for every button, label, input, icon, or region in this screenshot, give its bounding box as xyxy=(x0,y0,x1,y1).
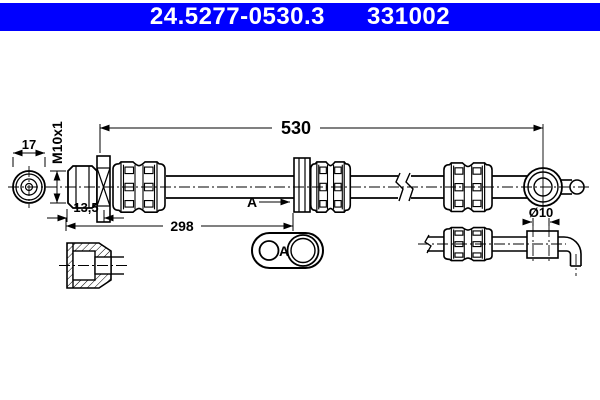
dimension-530: 530 xyxy=(99,118,544,214)
part-number: 24.5277-0530.3 xyxy=(149,3,326,30)
hose-end-side-view xyxy=(424,230,582,267)
dimension-17: 17 xyxy=(12,137,46,167)
break-symbol xyxy=(395,172,414,202)
title-bar: 24.5277-0530.3 331002 xyxy=(0,3,600,31)
thread-spec-label: M10x1 xyxy=(49,121,65,164)
bracket-view-a-label: A xyxy=(279,243,289,259)
reference-number: 331002 xyxy=(367,3,451,30)
dim-298-label: 298 xyxy=(170,218,194,234)
dimension-d10: Ø10 xyxy=(522,205,560,226)
dim-530-label: 530 xyxy=(281,118,311,138)
dimension-13-5: 13,5 xyxy=(47,200,124,222)
middle-bracket xyxy=(293,157,311,213)
centerlines xyxy=(8,166,592,276)
dim-17-label: 17 xyxy=(22,137,36,152)
dimension-m10x1: M10x1 xyxy=(49,121,66,204)
dim-d10-label: Ø10 xyxy=(529,205,554,220)
crimp-collar-1 xyxy=(112,161,166,213)
label-a-leader: A xyxy=(247,194,290,210)
bracket-view-a: A xyxy=(251,232,324,269)
hose-line xyxy=(166,175,527,199)
dim-13-5-label: 13,5 xyxy=(73,200,98,215)
mounting-bracket-side xyxy=(96,155,111,223)
banjo-sleeve-side xyxy=(526,230,559,259)
bracket-label-a: A xyxy=(247,194,257,210)
elbow-pipe xyxy=(558,236,582,267)
dimension-298: 298 xyxy=(65,213,294,234)
section-view-fitting xyxy=(66,242,124,289)
